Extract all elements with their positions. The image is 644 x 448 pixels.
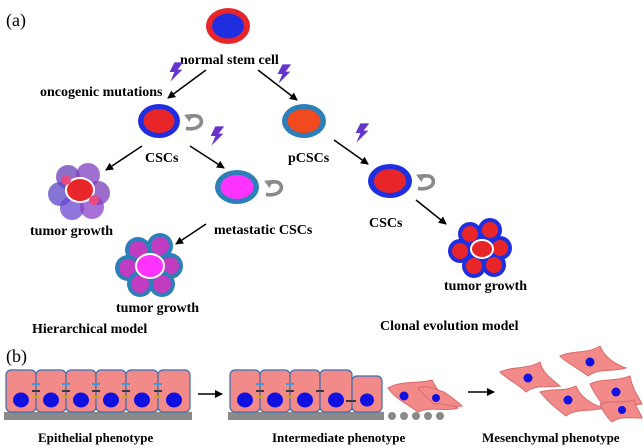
lightning-icon (277, 64, 292, 84)
cscs-right-label: CSCs (369, 216, 403, 231)
lightning-icon (355, 123, 370, 143)
pcscs-label: pCSCs (288, 151, 330, 166)
panel-label-a: (a) (6, 10, 26, 31)
tumor-cluster-mid (115, 233, 183, 297)
normal-stem-cell (206, 8, 250, 44)
panel-label-b: (b) (6, 346, 27, 367)
arrow-icon (105, 145, 143, 171)
arrow-icon (167, 69, 207, 99)
intermediate-phenotype-label: Intermediate phenotype (272, 430, 405, 445)
metastatic-cscs-label: metastatic CSCs (214, 223, 313, 238)
epithelial-cell-layer (4, 369, 192, 420)
arrow-icon (175, 223, 207, 245)
self-renewal-arrow-icon (414, 172, 436, 191)
arrow-icon (257, 69, 298, 101)
intermediate-cell-layer (228, 369, 464, 420)
tumor-cluster-right (448, 218, 512, 278)
self-renewal-arrow-icon (182, 112, 204, 131)
tumor-growth-right-label: tumor growth (444, 279, 527, 294)
tumor-cluster-left (48, 163, 110, 220)
pcsc-cell (282, 104, 326, 138)
metastatic-csc-cell (215, 170, 259, 204)
tumor-growth-left-label: tumor growth (30, 224, 113, 239)
lightning-icon (210, 126, 225, 146)
normal-stem-cell-label: normal stem cell (180, 53, 279, 68)
csc-cell-left (138, 104, 180, 138)
cscs-left-label: CSCs (145, 151, 179, 166)
hierarchical-model-label: Hierarchical model (32, 322, 147, 337)
tumor-growth-mid-label: tumor growth (116, 301, 199, 316)
mesenchymal-phenotype-label: Mesenchymal phenotype (482, 430, 620, 445)
oncogenic-mutations-label: oncogenic mutations (40, 85, 163, 100)
self-renewal-arrow-icon (262, 178, 284, 197)
csc-cell-right (368, 164, 412, 198)
epithelial-phenotype-label: Epithelial phenotype (38, 430, 153, 445)
clonal-evolution-model-label: Clonal evolution model (380, 319, 519, 334)
arrow-icon (415, 199, 447, 225)
arrow-icon (189, 145, 225, 169)
mesenchymal-cells (499, 345, 643, 423)
arrow-icon (333, 139, 369, 165)
